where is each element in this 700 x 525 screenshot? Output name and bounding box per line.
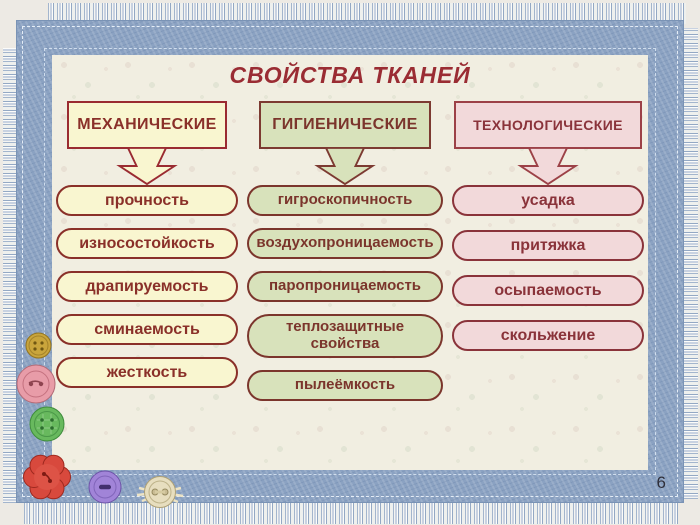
fabric-fringe-top [48,3,686,24]
property-pill: теплозащитные свойства [247,314,443,358]
property-pill: пылеёмкость [247,369,443,401]
page-number: 6 [656,473,666,492]
slide-content: СВОЙСТВА ТКАНЕЙ МЕХАНИЧЕСКИЕ прочность и… [52,55,648,470]
properties-diagram: МЕХАНИЧЕСКИЕ прочность износостойкость д… [52,101,648,401]
fabric-fringe-bottom [24,501,678,524]
property-pill: жесткость [56,357,238,388]
property-pill: драпируемость [56,271,238,302]
property-pill: усадка [452,185,644,216]
page-title: СВОЙСТВА ТКАНЕЙ [229,62,471,88]
yellow-sewing-button-icon [25,332,52,359]
property-pill: гигроскопичность [247,185,443,216]
pink-sewing-button-icon [16,364,56,404]
property-pill: сминаемость [56,314,238,345]
down-arrow-icon [314,147,376,185]
column-mechanical: МЕХАНИЧЕСКИЕ прочность износостойкость д… [56,101,238,401]
property-pill: воздухопроницаемость [247,228,443,259]
property-pill: притяжка [452,230,644,261]
fabric-fringe-right [681,28,698,499]
fabric-fringe-left [3,48,20,503]
beige-sewn-button-icon [136,476,184,508]
property-pill: скольжение [452,320,644,351]
property-pill: осыпаемость [452,275,644,306]
column-hygienic: ГИГИЕНИЧЕСКИЕ гигроскопичность воздухопр… [247,101,443,401]
red-flower-button-icon [23,454,71,500]
header-technological: ТЕХНОЛОГИЧЕСКИЕ [454,101,642,149]
green-sewing-button-icon [29,406,65,442]
property-pill: прочность [56,185,238,216]
purple-sewing-button-icon [88,470,122,504]
property-pill: износостойкость [56,228,238,259]
down-arrow-icon [517,147,579,185]
column-technological: ТЕХНОЛОГИЧЕСКИЕ усадка притяжка осыпаемо… [452,101,644,401]
header-hygienic: ГИГИЕНИЧЕСКИЕ [259,101,431,149]
down-arrow-icon [116,147,178,185]
header-mechanical: МЕХАНИЧЕСКИЕ [67,101,227,149]
property-pill: паропроницаемость [247,271,443,302]
